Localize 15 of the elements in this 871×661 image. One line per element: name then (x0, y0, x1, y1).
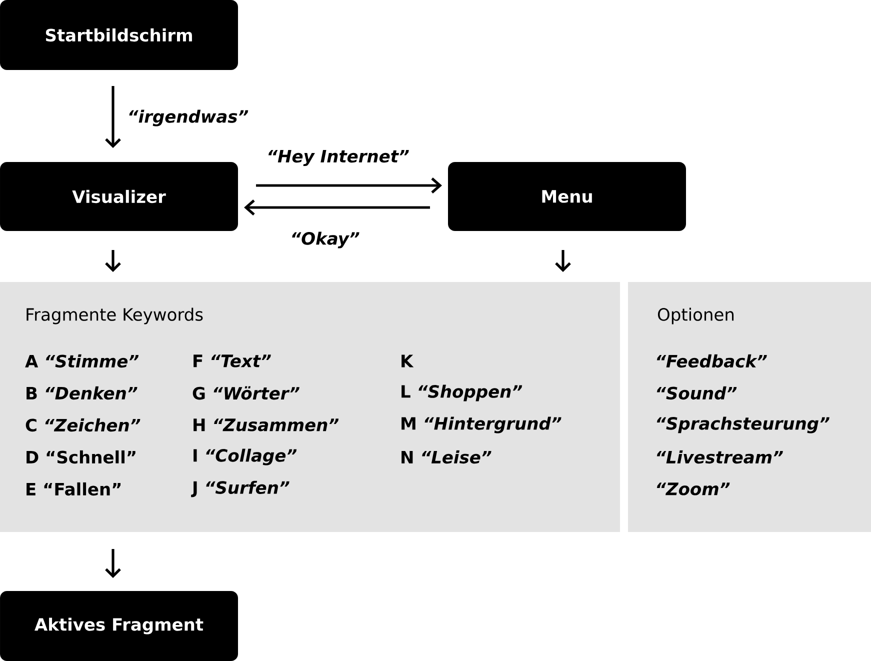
process-box: Aktives Fragment (0, 591, 238, 661)
process-box: Startbildschirm (0, 0, 238, 70)
arrow (105, 250, 121, 272)
harpoon-arrow (244, 200, 430, 216)
arrow (555, 250, 571, 272)
edge-label: “Hey Internet” (268, 150, 409, 166)
arrow (105, 86, 121, 148)
process-box: Visualizer (0, 162, 238, 231)
keyword-panel: Optionen “Feedback” “Sound” “Sprachsteurung” “Livestream” “Zoom” (628, 282, 871, 532)
harpoon-arrow (256, 178, 442, 194)
edge-label: “Okay” (292, 232, 360, 248)
keyword-panel: Fragmente Keywords A “Stimme” B “Denken” C “Zeichen” D “Schnell” E “Fallen” F “Text” G “Wörter” H “Zusammen” I “Collage” J “Surfen” K L “Shoppen” M “Hintergrund” N “Leise” (0, 282, 620, 532)
process-box: Menu (448, 162, 686, 231)
edge-label: “irgendwas” (129, 110, 248, 126)
arrow (105, 549, 121, 578)
